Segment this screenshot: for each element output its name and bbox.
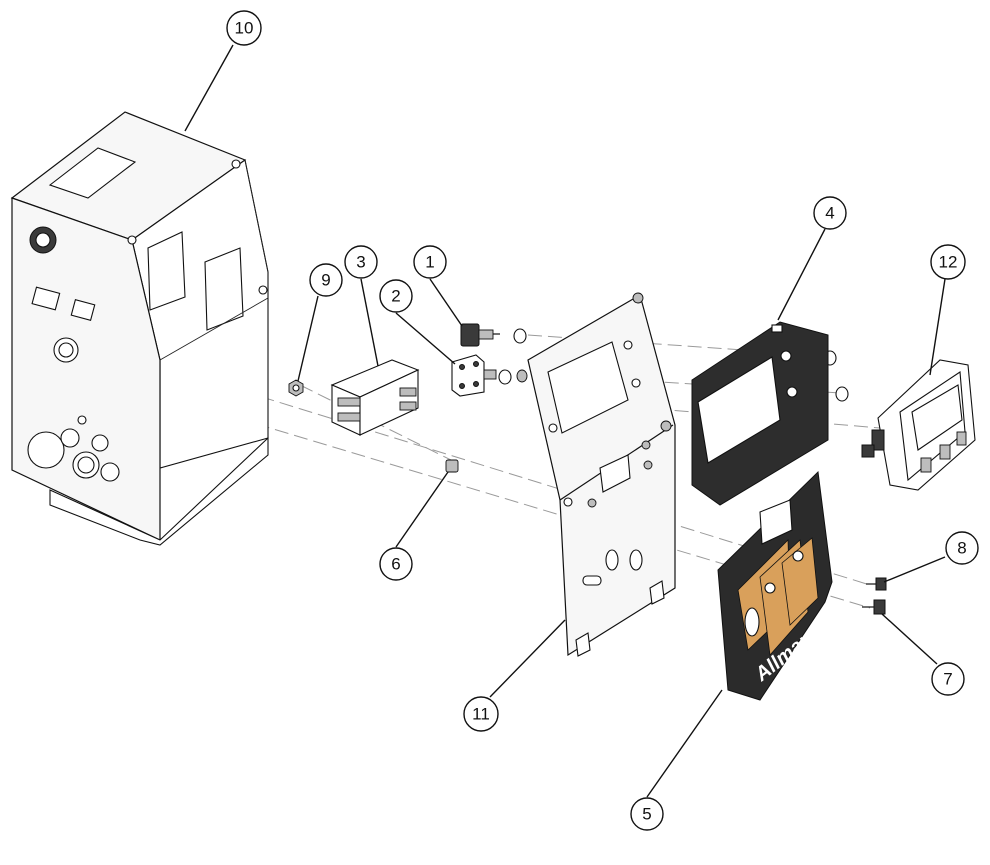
part-2-circuit-breaker <box>451 354 497 397</box>
callout-8: 8 <box>945 531 979 565</box>
svg-text:5: 5 <box>642 805 651 824</box>
callout-2: 2 <box>379 279 413 313</box>
svg-text:7: 7 <box>943 670 952 689</box>
part-10-enclosure <box>10 111 269 546</box>
part-11-mounting-panel <box>527 292 676 657</box>
part-9-nut <box>288 379 304 397</box>
svg-text:2: 2 <box>391 287 400 306</box>
callout-bubbles: 1 2 3 4 5 6 7 8 9 10 11 <box>226 10 979 831</box>
svg-text:6: 6 <box>391 555 400 574</box>
svg-text:12: 12 <box>939 253 958 272</box>
part-7-screw <box>862 599 886 615</box>
callout-3: 3 <box>344 245 378 279</box>
part-3-relay <box>330 359 420 436</box>
svg-text:1: 1 <box>425 253 434 272</box>
svg-text:9: 9 <box>321 271 330 290</box>
svg-text:4: 4 <box>825 204 834 223</box>
part-6-standoff <box>445 459 459 473</box>
callout-1: 1 <box>413 245 447 279</box>
callout-4: 4 <box>813 196 847 230</box>
svg-text:10: 10 <box>235 19 254 38</box>
svg-text:8: 8 <box>957 539 966 558</box>
callout-10: 10 <box>226 10 262 46</box>
part-1-toggle-switch <box>460 323 500 347</box>
svg-text:3: 3 <box>356 253 365 272</box>
leader-lines <box>184 44 946 798</box>
callout-11: 11 <box>463 696 499 732</box>
part-12-controller <box>861 359 976 491</box>
svg-text:11: 11 <box>472 705 490 724</box>
part-4-gasket <box>691 321 829 506</box>
part-5-decal: Allmand <box>717 470 833 701</box>
callout-9: 9 <box>309 263 343 297</box>
callout-5: 5 <box>630 797 664 831</box>
part-8-screw <box>866 577 887 591</box>
callout-12: 12 <box>930 244 966 280</box>
callout-6: 6 <box>379 547 413 581</box>
callout-7: 7 <box>931 662 965 696</box>
